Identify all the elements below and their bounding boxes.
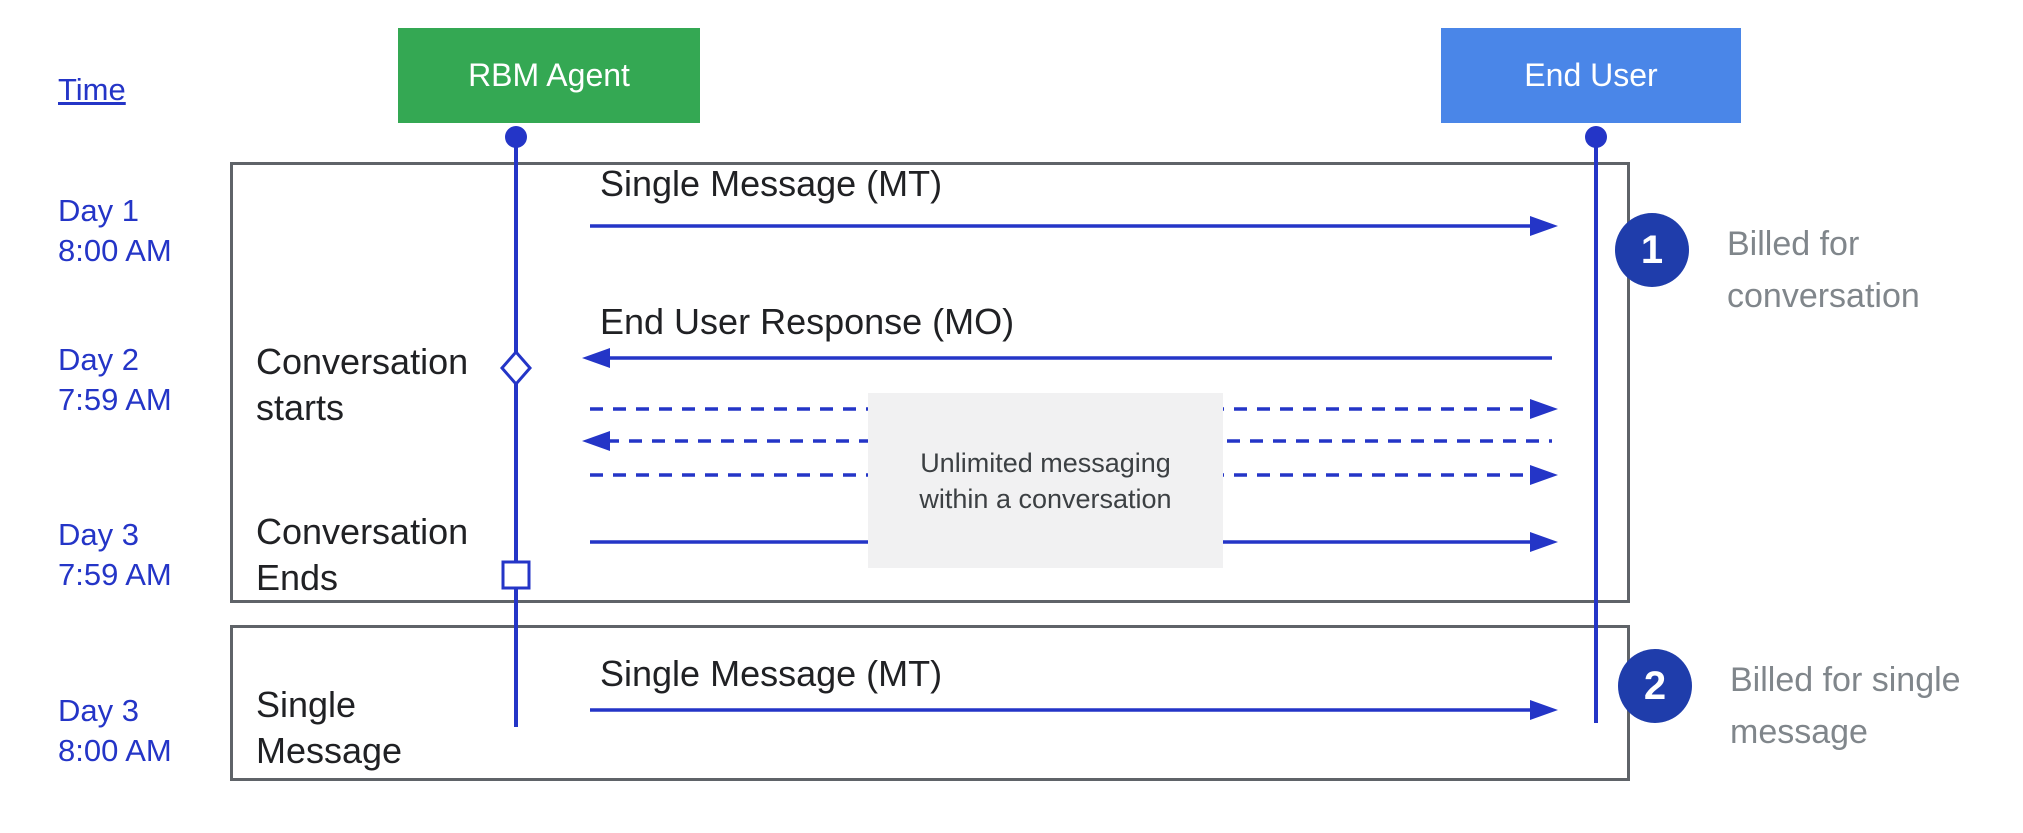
note-line-1: Unlimited messaging bbox=[920, 447, 1171, 478]
time-value: 7:59 AM bbox=[58, 557, 172, 592]
time-value: 8:00 AM bbox=[58, 733, 172, 768]
day-label: Day 3 bbox=[58, 693, 139, 728]
end-user-actor-box: End User bbox=[1441, 28, 1741, 123]
rbm-agent-actor-box: RBM Agent bbox=[398, 28, 700, 123]
single-mt-message-label: Single Message (MT) bbox=[600, 653, 943, 694]
day-label: Day 1 bbox=[58, 193, 139, 228]
conversation-ends-label: Conversation Ends bbox=[256, 511, 469, 598]
agent-lifeline-start-dot-icon bbox=[505, 126, 527, 148]
billing-badge-1: 1 bbox=[1615, 213, 1689, 287]
billing-caption-2: Billed for single message bbox=[1730, 661, 1961, 751]
timeline-entry-day1: Day 1 8:00 AM bbox=[58, 191, 258, 271]
time-value: 7:59 AM bbox=[58, 382, 172, 417]
day-label: Day 3 bbox=[58, 517, 139, 552]
conversation-frame-box bbox=[230, 162, 1630, 603]
time-axis-label: Time bbox=[58, 72, 126, 107]
conversation-starts-label: Conversation starts bbox=[256, 341, 469, 428]
end-user-label: End User bbox=[1524, 57, 1658, 93]
timeline-entry-day3-single: Day 3 8:00 AM bbox=[58, 691, 258, 771]
timeline-entry-day2: Day 2 7:59 AM bbox=[58, 340, 258, 420]
time-value: 8:00 AM bbox=[58, 233, 172, 268]
mo-response-label: End User Response (MO) bbox=[600, 301, 1015, 342]
day-label: Day 2 bbox=[58, 342, 139, 377]
single-message-frame-box bbox=[230, 625, 1630, 781]
unlimited-messaging-note: Unlimited messaging within a conversatio… bbox=[868, 393, 1223, 568]
billing-badge-2: 2 bbox=[1618, 649, 1692, 723]
timeline-entry-day3-end: Day 3 7:59 AM bbox=[58, 515, 258, 595]
note-line-2: within a conversation bbox=[919, 483, 1172, 514]
single-message-label: Single Message bbox=[256, 684, 403, 771]
rbm-agent-label: RBM Agent bbox=[468, 57, 630, 93]
billing-caption-1: Billed for conversation bbox=[1727, 225, 1920, 315]
mt-message-label: Single Message (MT) bbox=[600, 163, 943, 204]
end-user-lifeline-start-dot-icon bbox=[1585, 126, 1607, 148]
